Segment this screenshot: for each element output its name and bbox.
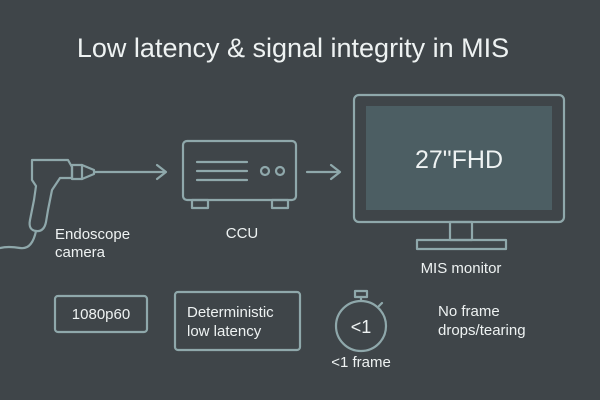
camera-label-line2: camera: [55, 244, 106, 261]
frames-line2: drops/tearing: [438, 322, 526, 339]
latency-line1: Deterministic: [187, 304, 274, 321]
arrow-head-icon: [329, 163, 342, 181]
ccu-icon: [181, 139, 298, 210]
stopwatch-caption: <1 frame: [331, 354, 391, 371]
camera-label-line1: Endoscope: [55, 226, 130, 243]
monitor-screen-text: 27"FHD: [415, 146, 503, 174]
monitor-label: MIS monitor: [421, 260, 502, 277]
stopwatch-text: <1: [351, 317, 372, 337]
ccu-label: CCU: [226, 225, 259, 242]
arrow-head-icon: [155, 163, 168, 181]
resolution-badge: [53, 294, 149, 334]
resolution-text: 1080p60: [72, 306, 130, 323]
diagram-title: Low latency & signal integrity in MIS: [77, 33, 509, 63]
latency-badge: [173, 290, 302, 352]
endoscope-camera-icon: [0, 158, 96, 250]
latency-line2: low latency: [187, 323, 262, 340]
frames-line1: No frame: [438, 303, 500, 320]
monitor-icon: [352, 93, 566, 251]
stopwatch-icon: [334, 289, 388, 353]
